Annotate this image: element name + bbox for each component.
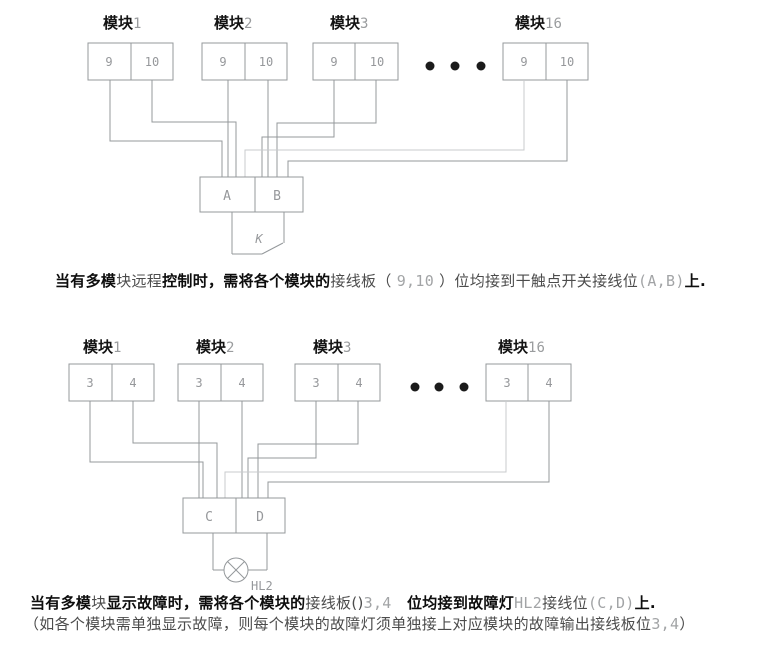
top-module-1-terminal-10: 10 (145, 55, 159, 69)
bottom-module-16-terminal-3: 3 (503, 376, 510, 390)
bottom-module-1-label: 模块1 (83, 338, 121, 356)
bottom-module-2-terminal-4: 4 (238, 376, 245, 390)
caption-bottom-seg: （如各个模块需单独显示故障，则每个模块的故障灯须单独接上对应模块的故障输出接线板… (24, 615, 652, 633)
bottom-module-16-terminal-4: 4 (545, 376, 552, 390)
caption-top: 当有多模块远程控制时，需将各个模块的接线板（ 9,10 ）位均接到干触点开关接线… (55, 271, 706, 291)
caption-top-seg: 控制时，需将各个模块的 (162, 272, 331, 290)
caption-top-seg: 接线板（ (330, 272, 397, 290)
top-module-1-terminal-9: 9 (105, 55, 112, 69)
top-module-2-terminal-10: 10 (259, 55, 273, 69)
caption-bottom-seg (392, 594, 407, 612)
terminal-D: D (256, 510, 264, 525)
terminal-C: C (205, 510, 213, 525)
top-module-16-terminal-9: 9 (520, 55, 527, 69)
bottom-module-1-terminal-3: 3 (86, 376, 93, 390)
wire-m1-9-to-A (109, 80, 223, 177)
caption-bottom-seg: 接线位 (542, 594, 588, 612)
wire-m1-3-to-C (89, 401, 204, 498)
bottom-module-1-terminal-4: 4 (129, 376, 136, 390)
caption-top-seg: 当有多模 (55, 272, 117, 290)
top-module-3-label: 模块3 (330, 14, 368, 32)
top-ellipsis-dots-icon (425, 61, 486, 71)
caption-bottom-seg: ） (679, 615, 695, 633)
wire-m3-9-to-B (261, 80, 335, 177)
caption-bottom-line2: （如各个模块需单独显示故障，则每个模块的故障灯须单独接上对应模块的故障输出接线板… (24, 614, 695, 634)
bottom-ellipsis-dots-icon (410, 382, 469, 392)
top-module-3-terminal-10: 10 (370, 55, 384, 69)
top-module-16-terminal-10: 10 (560, 55, 574, 69)
switch-k-icon: K (231, 212, 285, 255)
wire-m16-3-to-C (224, 401, 507, 498)
wire-m16-9-to-A (244, 80, 525, 177)
caption-bottom-seg: 显示故障时，需将各个模块的 (106, 594, 306, 612)
bottom-module-3-label: 模块3 (313, 338, 351, 356)
caption-top-seg: ）位均接到干触点开关接线位 (434, 272, 639, 290)
wire-m3-4-to-D (257, 401, 359, 498)
wire-m3-10-to-B (276, 80, 377, 177)
wire-m16-4-to-D (267, 401, 550, 498)
caption-top-seg: 9,10 (396, 272, 435, 290)
top-module-1-label: 模块1 (103, 14, 141, 32)
switch-k-label: K (254, 232, 263, 246)
caption-top-seg: (A,B) (638, 272, 685, 290)
caption-bottom-seg: 接线板() (305, 594, 364, 612)
caption-bottom-seg: (C,D) (587, 594, 635, 612)
top-module-3-terminal-9: 9 (330, 55, 337, 69)
bottom-diagram: 模块1 3 4 模块2 3 4 模块3 3 4 模块16 3 4 (68, 338, 572, 593)
lamp-hl2-icon: HL2 (212, 533, 273, 593)
caption-bottom-seg: 当有多模 (30, 594, 92, 612)
top-module-2-terminal-9: 9 (219, 55, 226, 69)
terminal-box-CD (182, 497, 286, 534)
caption-bottom-seg: 块 (91, 594, 107, 612)
caption-bottom-seg: 位均接到故障灯 (406, 594, 515, 612)
wire-m3-3-to-D (247, 401, 317, 498)
bottom-module-2-label: 模块2 (196, 338, 234, 356)
bottom-module-3-terminal-3: 3 (312, 376, 319, 390)
top-diagram: 模块1 9 10 模块2 9 10 模块3 9 10 模块16 9 10 (87, 14, 589, 255)
terminal-box-AB (199, 176, 304, 213)
lamp-hl2-label: HL2 (251, 579, 273, 593)
top-module-16-label: 模块16 (515, 14, 562, 32)
wire-m1-10-to-A (151, 80, 237, 177)
top-module-2-label: 模块2 (214, 14, 252, 32)
wire-m1-4-to-C (132, 401, 218, 498)
caption-bottom-seg: 3,4 (651, 615, 680, 633)
bottom-module-3-terminal-4: 4 (355, 376, 362, 390)
caption-bottom-seg: 3,4 (363, 594, 392, 612)
terminal-A: A (223, 189, 231, 204)
caption-top-seg: 上. (684, 272, 706, 290)
caption-bottom-line1: 当有多模块显示故障时，需将各个模块的接线板()3,4 位均接到故障灯HL2接线位… (30, 593, 656, 613)
bottom-module-16-label: 模块16 (498, 338, 545, 356)
terminal-B: B (273, 189, 281, 204)
caption-top-seg: 块远程 (116, 272, 163, 290)
bottom-module-2-terminal-3: 3 (195, 376, 202, 390)
caption-bottom-seg: HL2 (514, 594, 543, 612)
caption-bottom-seg: 上. (634, 594, 656, 612)
wire-m16-10-to-B (287, 80, 568, 177)
